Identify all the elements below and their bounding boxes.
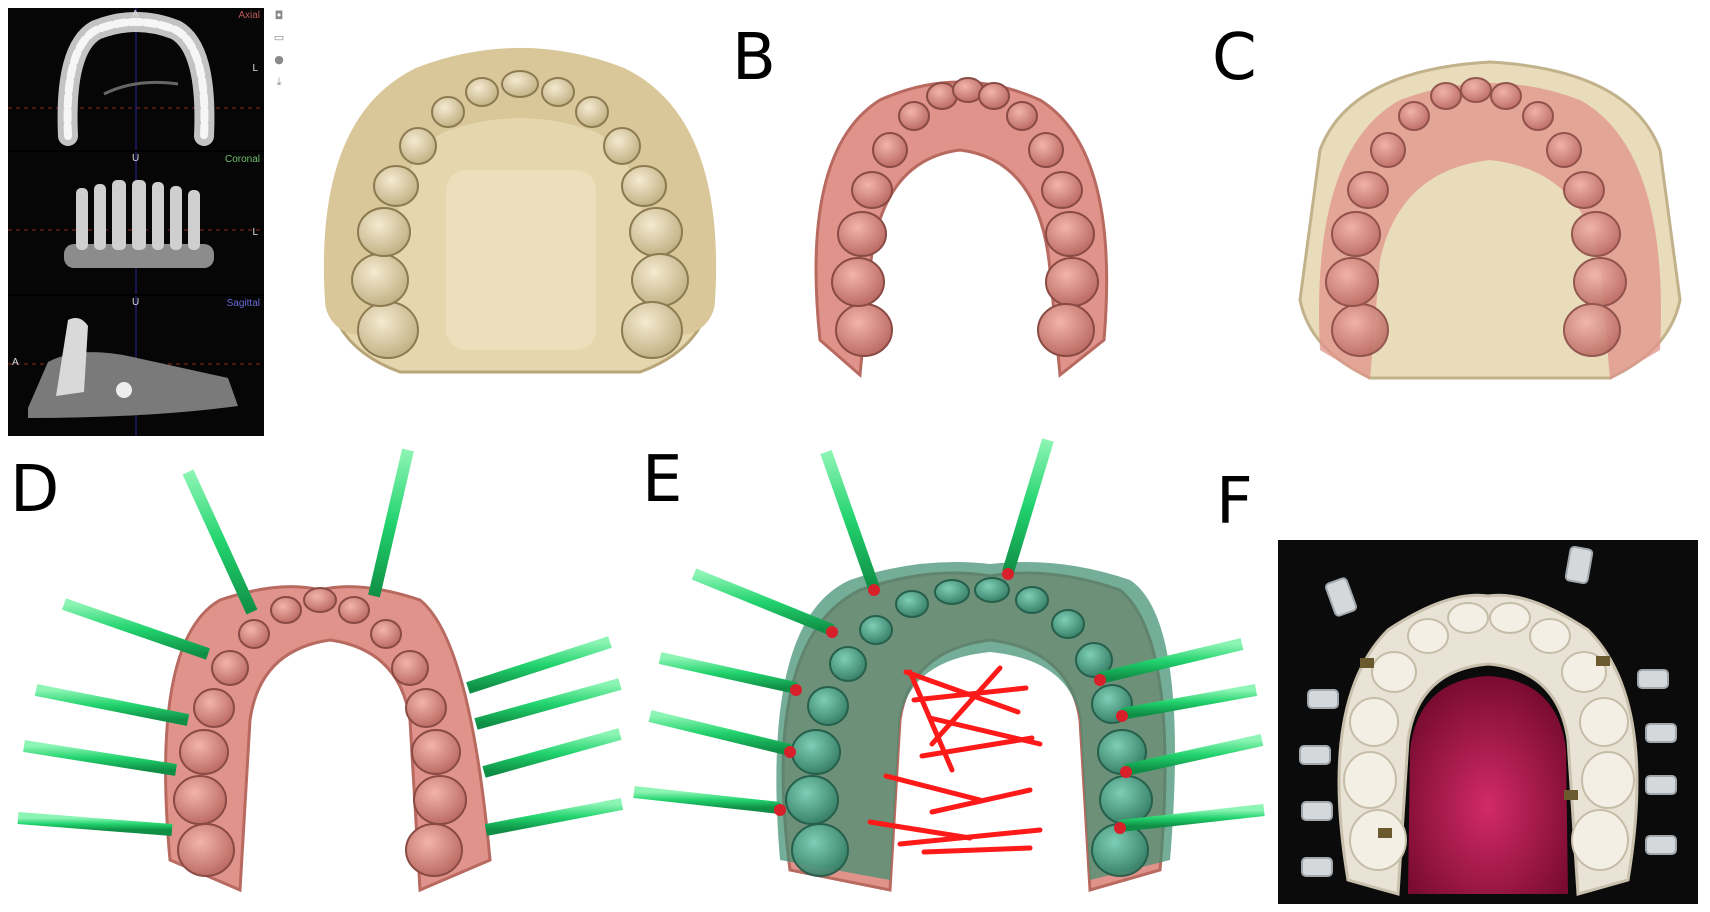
sagittal-marker-left: A xyxy=(12,357,19,368)
camera-icon[interactable]: ◘ xyxy=(274,9,284,22)
panel-label-f: F xyxy=(1216,465,1253,539)
coronal-view-label: Coronal xyxy=(224,154,260,165)
download-icon[interactable]: ⤓ xyxy=(276,75,282,88)
axial-view-label: Axial xyxy=(238,10,260,21)
sleeve-markers xyxy=(774,568,1132,834)
coronal-marker-right: L xyxy=(252,227,258,238)
ct-viewer: Axial A L Coronal U L xyxy=(8,8,264,436)
printed-guide-photo xyxy=(1278,540,1698,904)
implant-plan-model xyxy=(17,448,624,893)
plaster-model xyxy=(323,48,717,374)
panel-label-c: C xyxy=(1212,21,1257,95)
scan-model xyxy=(814,77,1109,379)
guide-sleeves-e xyxy=(633,438,1265,832)
panel-label-e: E xyxy=(642,443,683,517)
axial-view[interactable]: Axial A L xyxy=(8,8,264,150)
sagittal-view[interactable]: Sagittal U A xyxy=(8,296,264,436)
panel-label-b: B xyxy=(732,21,776,95)
axial-marker-right: L xyxy=(252,63,258,74)
panel-label-d: D xyxy=(10,453,60,527)
surgical-guide-design xyxy=(633,438,1265,892)
support-struts xyxy=(867,665,1043,855)
screen-icon[interactable]: ▭ xyxy=(273,31,285,44)
globe-icon[interactable]: ● xyxy=(274,53,284,66)
coronal-view[interactable]: Coronal U L xyxy=(8,152,264,294)
superimposed-model xyxy=(1298,60,1682,380)
guide-sleeves xyxy=(17,448,624,836)
sagittal-view-label: Sagittal xyxy=(226,298,260,309)
viewer-toolbar: ◘ ▭ ● ⤓ xyxy=(270,10,290,98)
axial-marker-top: A xyxy=(132,9,139,20)
sagittal-marker-top: U xyxy=(132,297,140,308)
coronal-marker-top: U xyxy=(132,153,140,164)
